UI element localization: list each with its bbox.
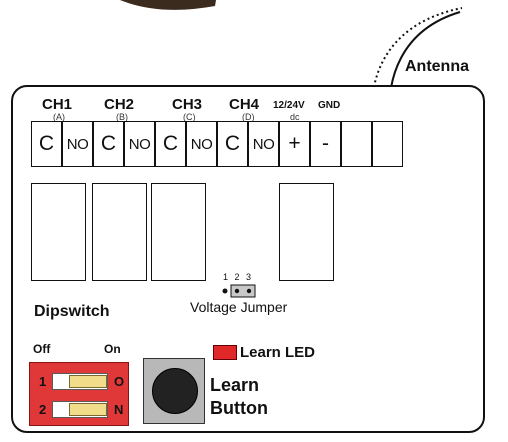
learn-led-label: Learn LED [240,344,316,361]
ch2-label: CH2 [104,96,135,113]
terminal-label: NO [66,135,89,153]
antenna-label: Antenna [405,58,469,75]
dip-switch-2[interactable] [52,401,108,418]
dipswitch-on-label: On [104,342,121,356]
ch2-sub: (B) [116,112,128,122]
dip-switch-2-knob [69,403,107,416]
ch1-label: CH1 [42,96,73,113]
top-shape [120,0,216,10]
terminal-antenna-2 [372,121,403,167]
dip-switch-1-knob [69,375,107,388]
terminal-ch3-c: C [155,121,186,167]
terminal-ch1-no: NO [62,121,93,167]
learn-button-label-line2: Button [210,398,268,418]
jumper-pin-numbers: 1 2 3 [223,272,254,282]
terminal-plus: + [279,121,310,167]
ch3-sub: (C) [183,112,196,122]
relay-2 [92,183,147,281]
relay-1 [31,183,86,281]
dip-row2-number: 2 [39,402,47,417]
power-label: 12/24V [273,100,305,111]
jumper-pin-2 [234,288,240,294]
terminal-ch1-c: C [31,121,62,167]
learn-button-label-line1: Learn [210,375,260,395]
dipswitch-off-label: Off [33,342,51,356]
power-sub: dc [290,112,300,122]
jumper-pin-1 [222,288,228,294]
relay-3 [151,183,206,281]
terminal-ch2-c: C [93,121,124,167]
jumper-pins[interactable] [220,283,270,299]
learn-led [213,345,237,360]
terminal-label: C [224,132,241,155]
terminal-ch3-no: NO [186,121,217,167]
terminal-ch2-no: NO [124,121,155,167]
jumper-label: Voltage Jumper [190,299,288,315]
dip-row1-number: 1 [39,374,47,389]
jumper-pin-3 [246,288,252,294]
ch1-sub: (A) [53,112,65,122]
terminal-label: C [100,132,117,155]
terminal-label: C [38,132,55,155]
dip-row2-n: N [114,402,124,417]
terminal-label: NO [128,135,151,153]
ch4-label: CH4 [229,96,260,113]
learn-button[interactable] [143,358,205,424]
dip-switch-1[interactable] [52,373,108,390]
dipswitch-label: Dipswitch [34,303,110,320]
terminal-label: + [288,132,301,155]
jumper-cap [230,284,256,298]
terminal-minus: - [310,121,341,167]
terminal-ch4-no: NO [248,121,279,167]
relay-4 [279,183,334,281]
dipswitch: 1 O 2 N [29,362,129,426]
terminal-ch4-c: C [217,121,248,167]
terminal-label: NO [190,135,213,153]
dip-row1-o: O [114,374,125,389]
ch3-label: CH3 [172,96,203,113]
gnd-label: GND [318,100,341,111]
ch4-sub: (D) [242,112,255,122]
terminal-label: C [162,132,179,155]
terminal-label: - [322,132,329,155]
learn-button-cap [152,368,198,414]
terminal-antenna-1 [341,121,372,167]
terminal-label: NO [252,135,275,153]
